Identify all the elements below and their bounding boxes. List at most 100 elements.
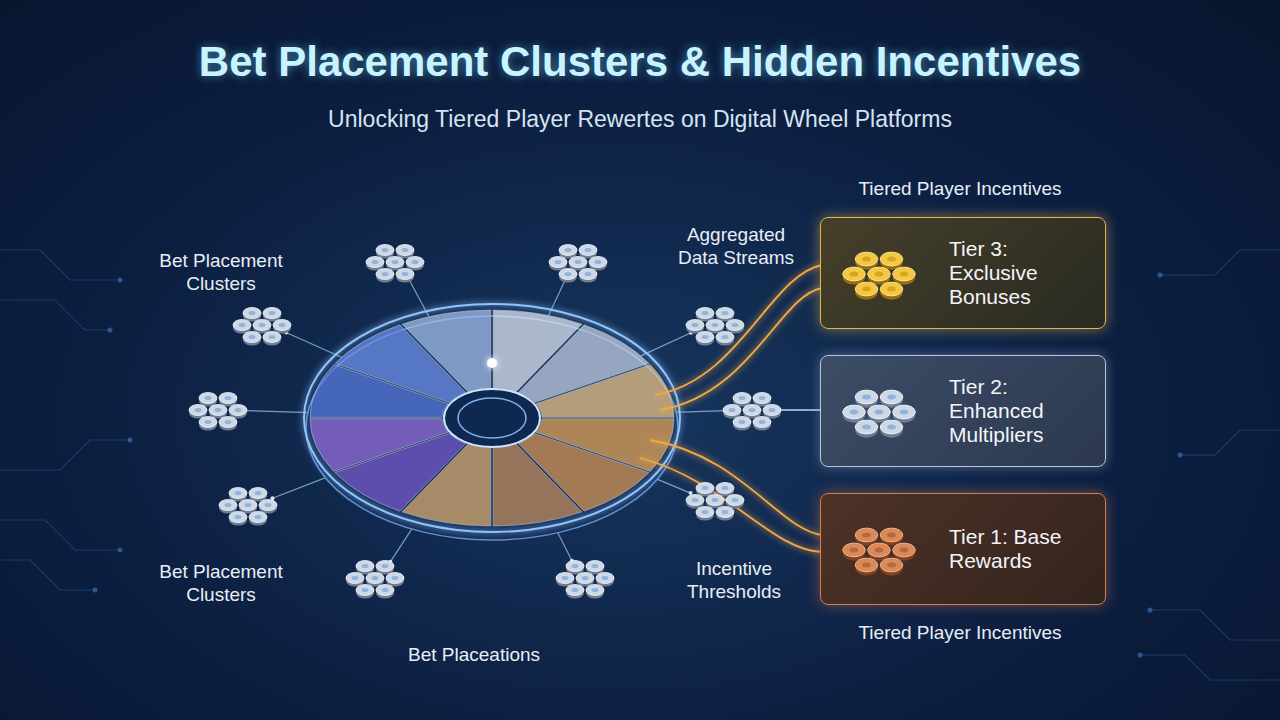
subtitle: Unlocking Tiered Player Rewertes on Digi… [328, 106, 952, 134]
coin-center [850, 410, 859, 415]
tier-box: Tier 2: Enhanced Multipliers [820, 355, 1106, 467]
coin-center [875, 548, 884, 553]
coin-top [843, 405, 866, 419]
coin-center [235, 408, 242, 412]
coin-center [702, 486, 709, 490]
stream-line [640, 458, 822, 552]
coin-center [732, 498, 739, 502]
coin-top [880, 390, 903, 404]
coin-center [887, 287, 896, 292]
coin-top [396, 269, 414, 280]
coin-top [549, 257, 567, 268]
circuit-trace [0, 520, 120, 550]
tier-label: Tier 2: Enhanced Multipliers [949, 375, 1071, 447]
coin-center [702, 510, 709, 514]
coin-top [396, 245, 414, 256]
circuit-pad [1148, 608, 1153, 613]
coin-top [249, 512, 267, 523]
coin-center [362, 588, 369, 592]
coin-top [893, 543, 916, 557]
tier-coins [821, 356, 941, 468]
coin-top [199, 417, 217, 428]
bet-cluster [346, 561, 404, 599]
coin-center [585, 272, 592, 276]
tier-box: Tier 3: Exclusive Bonuses [820, 217, 1106, 329]
coin-top [880, 420, 903, 434]
coin-center [900, 272, 909, 277]
coin-top [219, 417, 237, 428]
coin-center [769, 408, 776, 412]
tier-coins [821, 494, 941, 606]
coin-center [205, 420, 212, 424]
coin-top [843, 267, 866, 281]
tier-coin-cluster [843, 390, 916, 438]
wheel [304, 304, 680, 540]
coin-center [255, 491, 262, 495]
flow-label: Aggregated Data Streams [672, 224, 800, 270]
coin-center [862, 563, 871, 568]
circuit-pad [93, 588, 98, 593]
stream-line [660, 288, 822, 410]
coin-top [366, 257, 384, 268]
coin-center [887, 395, 896, 400]
coin-top [229, 512, 247, 523]
coin-center [712, 323, 719, 327]
coin-center [245, 503, 252, 507]
wheel-pointer [487, 358, 497, 368]
circuit-trace [0, 440, 130, 470]
tier-coin-cluster [843, 252, 916, 300]
data-link [286, 332, 341, 357]
coin-top [763, 405, 781, 416]
tier-coins [821, 218, 941, 330]
coin-center [850, 272, 859, 277]
wheel-rim [306, 316, 678, 540]
coin-top [843, 543, 866, 557]
coin-top [356, 561, 374, 572]
coin-center [362, 564, 369, 568]
coin-top [559, 245, 577, 256]
coin-top [855, 528, 878, 542]
coin-top [893, 267, 916, 281]
coin-center [225, 503, 232, 507]
tier-coin-cluster [843, 528, 916, 576]
circuit-pad [108, 328, 113, 333]
data-link [641, 333, 691, 356]
coin-center [875, 410, 884, 415]
stream-line [655, 265, 822, 395]
coin-center [565, 248, 572, 252]
coin-center [692, 498, 699, 502]
coin-top [243, 308, 261, 319]
coin-top [733, 393, 751, 404]
coin-center [692, 323, 699, 327]
coin-top [696, 308, 714, 319]
circuit-pad [1158, 273, 1163, 278]
coin-top [868, 543, 891, 557]
coin-center [249, 335, 256, 339]
coin-center [382, 272, 389, 276]
coin-center [239, 323, 246, 327]
circuit-trace [0, 300, 110, 330]
coin-center [205, 396, 212, 400]
coin-center [862, 425, 871, 430]
coin-top [716, 483, 734, 494]
coin-top [376, 269, 394, 280]
coin-top [556, 573, 574, 584]
coin-top [868, 267, 891, 281]
wheel-segment [402, 310, 491, 392]
bet-cluster [189, 393, 247, 431]
coin-top [716, 308, 734, 319]
coin-top [199, 393, 217, 404]
coin-center [722, 486, 729, 490]
coin-center [900, 410, 909, 415]
coin-top [868, 405, 891, 419]
coin-center [592, 588, 599, 592]
coin-center [392, 576, 399, 580]
coin-center [259, 323, 266, 327]
coin-top [263, 332, 281, 343]
tier-box: Tier 1: Base Rewards [820, 493, 1106, 605]
coin-top [229, 405, 247, 416]
coin-top [855, 282, 878, 296]
coin-center [372, 260, 379, 264]
coin-top [253, 320, 271, 331]
bet-cluster [549, 245, 607, 283]
